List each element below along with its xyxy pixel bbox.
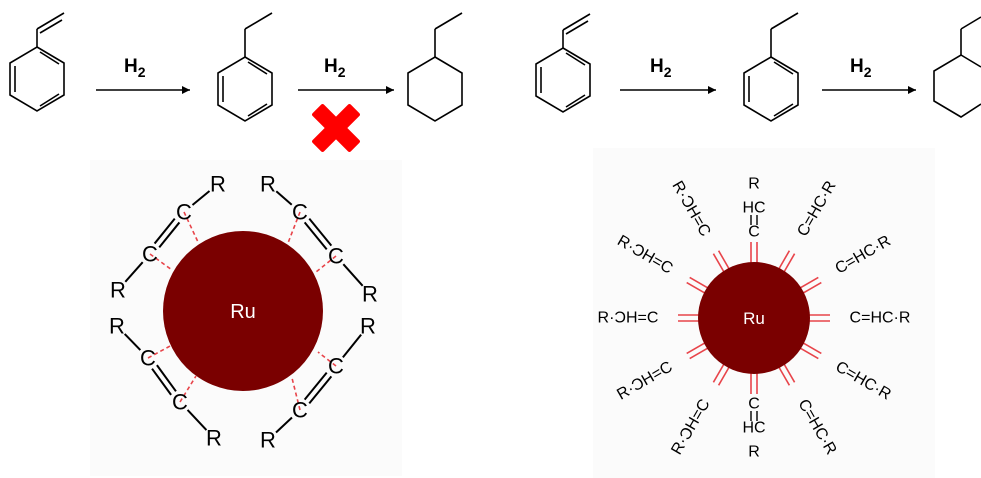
ru-nanoparticle-2: [698, 262, 810, 374]
ru-nanoparticle: [163, 231, 323, 391]
double-bond: [151, 368, 172, 396]
coordination-bond: [147, 344, 173, 359]
coordination-bond: [149, 253, 173, 271]
reagent-label-1: H2: [124, 56, 146, 80]
substituent-label: R: [110, 278, 126, 303]
ligand-label-vertical: C: [748, 396, 760, 413]
double-bond: [303, 371, 328, 401]
double-bond-red: [717, 250, 731, 271]
double-bond-red: [782, 362, 796, 383]
double-bond: [308, 375, 333, 405]
coordination-bond: [179, 375, 197, 403]
single-bond: [342, 333, 362, 359]
ethylbenzene-molecule-2: [743, 12, 799, 122]
double-bond: [308, 217, 333, 247]
double-bond-red: [801, 341, 822, 355]
right-scheme: [535, 12, 981, 122]
styrene-molecule-2: [535, 13, 591, 113]
left-scheme: [9, 12, 463, 122]
substituent-label: R: [260, 172, 276, 197]
single-bond: [275, 190, 293, 206]
double-bond-red: [686, 341, 707, 355]
ligand-label-vertical: C: [748, 224, 760, 241]
ligand-label-vertical: R: [748, 444, 760, 461]
carbon-atom-label: C: [292, 200, 308, 225]
carbon-atom-label: C: [328, 354, 344, 379]
carbon-atom-label: C: [176, 200, 192, 225]
ligand-label: R·ƆH=C: [598, 310, 659, 327]
single-bond: [342, 263, 364, 287]
double-bond-red: [689, 346, 710, 360]
substituent-label: R: [210, 172, 226, 197]
reagent-label-3: H2: [650, 56, 672, 80]
carbon-atom-label: C: [172, 390, 188, 415]
carbon-atom-label: C: [142, 242, 158, 267]
reagent-label-2: H2: [324, 56, 346, 80]
double-bond-red: [777, 250, 791, 271]
coordination-bond: [315, 255, 337, 273]
double-bond: [158, 221, 181, 248]
ethylcyclohexane-molecule: [407, 12, 463, 122]
substituent-label: R: [206, 426, 222, 451]
ru-label-2: Ru: [743, 309, 765, 328]
double-bond-red: [798, 346, 819, 360]
coordination-bond: [183, 211, 199, 243]
reagent-label-4: H2: [850, 56, 872, 80]
red-cross-icon: [312, 104, 360, 152]
ethylbenzene-molecule: [217, 12, 273, 122]
coordination-bond: [287, 211, 301, 244]
single-bond: [186, 409, 208, 431]
substituent-label: R: [109, 314, 125, 339]
double-bond: [303, 221, 328, 251]
single-bond: [124, 261, 144, 283]
ethylcyclohexane-molecule-2: [933, 16, 981, 118]
styrene-molecule: [9, 12, 65, 112]
coordination-bond: [317, 351, 337, 367]
double-bond: [156, 364, 177, 392]
double-bond-red: [801, 281, 822, 295]
ligand-label-vertical: R: [748, 176, 760, 193]
coordination-bond: [291, 377, 301, 411]
single-bond: [123, 333, 142, 351]
double-bond-red: [777, 365, 791, 386]
ligand-label-vertical: HC: [742, 200, 765, 217]
single-bond: [191, 190, 211, 206]
single-bond: [275, 416, 293, 434]
double-bond-red: [798, 276, 819, 290]
double-bond-red: [712, 362, 726, 383]
carbon-atom-label: C: [140, 346, 156, 371]
ligand-label: C=HC·R: [850, 310, 911, 327]
substituent-label: R: [360, 314, 376, 339]
double-bond-red: [712, 253, 726, 274]
ru-label: Ru: [230, 301, 256, 323]
double-bond-red: [689, 276, 710, 290]
ligand-label-vertical: HC: [742, 420, 765, 437]
carbon-atom-label: C: [328, 244, 344, 269]
carbon-atom-label: C: [292, 398, 308, 423]
substituent-label: R: [362, 282, 378, 307]
double-bond-red: [782, 253, 796, 274]
double-bond-red: [717, 365, 731, 386]
substituent-label: R: [260, 428, 276, 453]
double-bond: [153, 218, 176, 245]
double-bond-red: [686, 281, 707, 295]
